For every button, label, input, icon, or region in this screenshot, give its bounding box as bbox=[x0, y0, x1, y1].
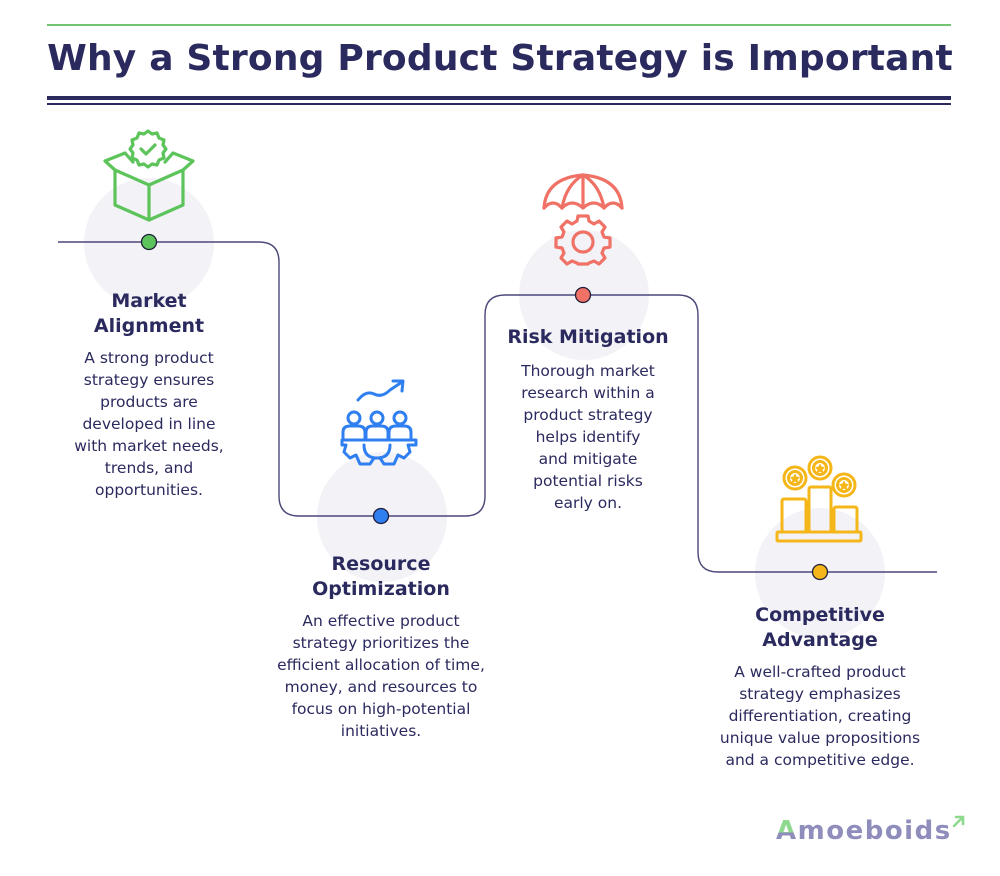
desc-line: efficient allocation of time, bbox=[277, 656, 485, 674]
step-3-heading-line1: Risk Mitigation bbox=[507, 326, 669, 348]
logo-rest: moeboids bbox=[797, 816, 952, 846]
step-4-heading-line1: Competitive bbox=[755, 604, 885, 626]
title-underline-thick bbox=[47, 96, 951, 100]
umbrella-gear-icon bbox=[542, 173, 624, 266]
desc-line: strategy ensures bbox=[83, 371, 215, 389]
step-2-description: An effective product strategy prioritize… bbox=[241, 610, 521, 742]
step-2-heading-line2: Optimization bbox=[312, 578, 450, 600]
logo-first-letter: A bbox=[776, 816, 798, 846]
desc-line: with market needs, bbox=[74, 437, 224, 455]
step-1-heading-line2: Alignment bbox=[93, 315, 205, 337]
desc-line: opportunities. bbox=[95, 481, 203, 499]
desc-line: unique value propositions bbox=[719, 729, 921, 747]
step-2-heading: Resource Optimization bbox=[241, 552, 521, 602]
desc-line: and mitigate bbox=[538, 450, 638, 468]
desc-line: strategy emphasizes bbox=[739, 685, 901, 703]
desc-line: early on. bbox=[553, 494, 623, 512]
desc-line: A strong product bbox=[84, 349, 214, 367]
desc-line: products are bbox=[100, 393, 198, 411]
desc-line: trends, and bbox=[104, 459, 194, 477]
title-underline-thin bbox=[47, 103, 951, 105]
step-3-heading: Risk Mitigation bbox=[483, 325, 693, 350]
step-4-heading: Competitive Advantage bbox=[680, 603, 960, 653]
step-2-dot bbox=[372, 507, 390, 525]
desc-line: potential risks bbox=[533, 472, 643, 490]
desc-line: differentiation, creating bbox=[728, 707, 912, 725]
amoeboids-logo: Amoeboids bbox=[776, 815, 964, 846]
step-1-description: A strong product strategy ensures produc… bbox=[49, 347, 249, 501]
step-4-dot bbox=[811, 563, 829, 581]
top-green-rule bbox=[47, 24, 951, 26]
desc-line: strategy prioritizes the bbox=[292, 634, 470, 652]
step-2-heading-line1: Resource bbox=[331, 553, 431, 575]
step-1-dot bbox=[140, 233, 158, 251]
desc-line: research within a bbox=[521, 384, 655, 402]
desc-line: money, and resources to bbox=[284, 678, 478, 696]
desc-line: focus on high-potential bbox=[291, 700, 471, 718]
step-3-description: Thorough market research within a produc… bbox=[483, 360, 693, 514]
desc-line: and a competitive edge. bbox=[725, 751, 915, 769]
step-1-heading: Market Alignment bbox=[49, 289, 249, 339]
desc-line: helps identify bbox=[535, 428, 641, 446]
desc-line: developed in line bbox=[82, 415, 216, 433]
desc-line: A well-crafted product bbox=[734, 663, 906, 681]
box-check-icon bbox=[103, 129, 195, 222]
step-3-dot bbox=[574, 286, 592, 304]
podium-stars-icon bbox=[775, 455, 863, 543]
team-gear-growth-icon bbox=[340, 379, 418, 466]
page-title: Why a Strong Product Strategy is Importa… bbox=[47, 38, 953, 79]
step-1-heading-line1: Market bbox=[111, 290, 187, 312]
step-4-description: A well-crafted product strategy emphasiz… bbox=[680, 661, 960, 771]
logo-arrow-icon bbox=[952, 815, 964, 828]
desc-line: initiatives. bbox=[340, 722, 422, 740]
desc-line: Thorough market bbox=[521, 362, 655, 380]
step-4-heading-line2: Advantage bbox=[762, 629, 878, 651]
desc-line: product strategy bbox=[523, 406, 653, 424]
desc-line: An effective product bbox=[302, 612, 460, 630]
